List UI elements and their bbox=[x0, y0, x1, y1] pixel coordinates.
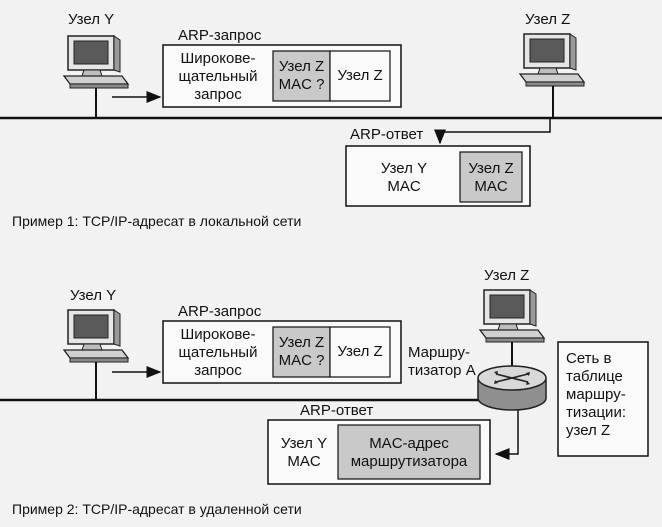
routing-table-line-3: маршру- bbox=[566, 386, 626, 403]
target-ip-cell bbox=[329, 50, 391, 102]
target-ip-cell-2 bbox=[329, 326, 391, 378]
example-1-graphics bbox=[0, 33, 662, 207]
host-y-label: Узел Y bbox=[68, 11, 115, 28]
target-mac-cell bbox=[272, 50, 331, 102]
router-mac-line-2: маршрутизатора bbox=[350, 453, 468, 470]
broadcast-label: Широкове- щательный запрос bbox=[166, 50, 270, 104]
host-z-label: Узел Z bbox=[525, 11, 571, 28]
broadcast-2-line-1: Широкове- bbox=[180, 326, 256, 343]
broadcast-2-line-2: щательный bbox=[178, 344, 258, 361]
example-2-graphics bbox=[0, 289, 649, 485]
routing-table-box bbox=[557, 341, 649, 457]
broadcast-line-2: щательный bbox=[178, 68, 258, 85]
router-label: Маршру- тизатор A bbox=[408, 344, 476, 380]
arp-reply-label: ARP-ответ bbox=[350, 126, 424, 143]
target-mac-line-2: MAC ? bbox=[278, 76, 325, 93]
target-ip-label: Узел Z bbox=[337, 67, 383, 84]
reply-sender-2-line-1: Узел Y bbox=[280, 435, 328, 452]
router-icon bbox=[477, 365, 547, 411]
target-mac-line-1: Узел Z bbox=[278, 58, 325, 75]
routing-table-line-2: таблице bbox=[566, 368, 623, 385]
host-z-label-2: Узел Z bbox=[484, 267, 530, 284]
reply-sender-line-1: Узел Y bbox=[380, 160, 428, 177]
reply-sender-2-line-2: MAC bbox=[287, 453, 321, 470]
router-mac-line-1: MAC-адрес bbox=[369, 435, 449, 452]
router-line-1: Маршру- bbox=[408, 344, 471, 361]
target-mac-2-line-1: Узел Z bbox=[278, 334, 325, 351]
router-mac-cell bbox=[337, 424, 481, 480]
reply-mac-line-1: Узел Z bbox=[468, 160, 514, 177]
arp-request-label: ARP-запрос bbox=[178, 27, 262, 44]
arp-reply-label-2: ARP-ответ bbox=[300, 402, 374, 419]
reply-sender-label: Узел Y MAC bbox=[356, 160, 452, 196]
reply-arrow bbox=[434, 118, 551, 145]
reply-mac-label: Узел Z MAC bbox=[460, 160, 522, 196]
reply-sender-label-2: Узел Y MAC bbox=[272, 435, 336, 471]
arp-request-label-2: ARP-запрос bbox=[178, 303, 262, 320]
target-mac-label-2: Узел Z MAC ? bbox=[273, 334, 330, 370]
target-mac-2-line-2: MAC ? bbox=[278, 352, 325, 369]
host-y-label-2: Узел Y bbox=[70, 287, 117, 304]
broadcast-label-2: Широкове- щательный запрос bbox=[166, 326, 270, 380]
routing-table-line-5: узел Z bbox=[566, 422, 611, 439]
host-z-pc-icon bbox=[519, 33, 585, 87]
routing-table-label: Сеть в таблице маршру- тизации: узел Z bbox=[566, 350, 626, 440]
host-y-pc-icon bbox=[63, 35, 129, 89]
router-line-2: тизатор A bbox=[408, 362, 476, 379]
reply-mac-line-2: MAC bbox=[474, 178, 508, 195]
host-z-pc-icon-2 bbox=[479, 289, 545, 343]
routing-table-line-1: Сеть в bbox=[566, 350, 612, 367]
host-y-pc-icon-2 bbox=[63, 309, 129, 363]
target-ip-label-2: Узел Z bbox=[337, 343, 383, 360]
broadcast-line-3: запрос bbox=[194, 86, 242, 103]
target-mac-label: Узел Z MAC ? bbox=[273, 58, 330, 94]
reply-mac-cell bbox=[459, 151, 523, 203]
broadcast-2-line-3: запрос bbox=[194, 362, 242, 379]
routing-table-line-4: тизации: bbox=[566, 404, 626, 421]
example-2-caption: Пример 2: TCP/IP-адресат в удаленной сет… bbox=[12, 501, 302, 517]
example-1-caption: Пример 1: TCP/IP-адресат в локальной сет… bbox=[12, 213, 302, 229]
reply-sender-line-2: MAC bbox=[387, 178, 421, 195]
broadcast-line-1: Широкове- bbox=[180, 50, 256, 67]
router-mac-label: MAC-адрес маршрутизатора bbox=[338, 435, 480, 471]
reply-arrow-2 bbox=[494, 410, 519, 460]
